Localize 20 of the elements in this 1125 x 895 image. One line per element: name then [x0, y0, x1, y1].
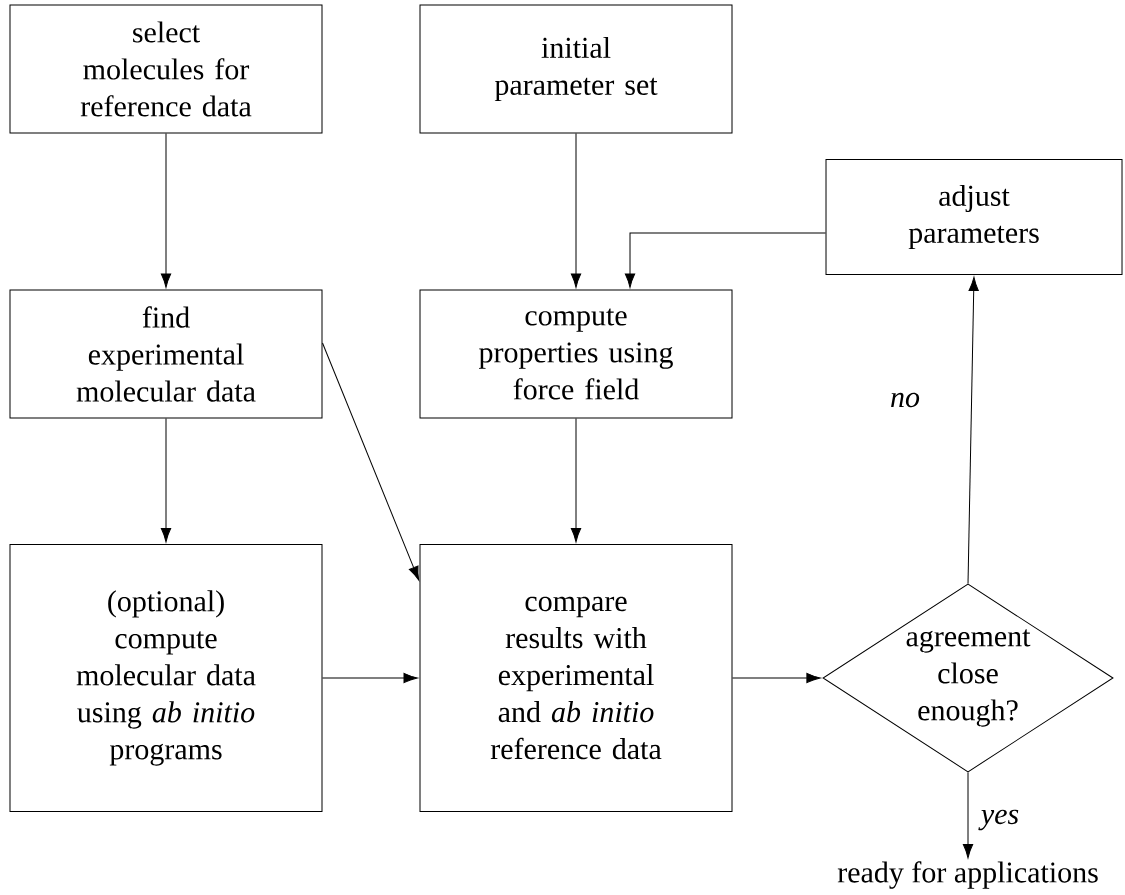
process-box: adjust parameters — [825, 159, 1123, 275]
result-text: ready for applications — [837, 861, 1098, 889]
process-box: initial parameter set — [419, 4, 733, 134]
arrow — [570, 418, 582, 543]
arrow — [732, 672, 821, 684]
process-box: compare results with experimental and ab initio reference data — [419, 544, 733, 812]
arrow — [160, 133, 172, 288]
edge-label: no — [889, 391, 921, 409]
arrow — [322, 342, 420, 581]
edge-label: yes — [978, 808, 1021, 832]
process-box: compute properties using force field — [419, 289, 733, 419]
arrow — [322, 672, 418, 684]
arrow — [962, 772, 974, 859]
arrow — [160, 418, 172, 543]
process-box: find experimental molecular data — [9, 289, 323, 419]
arrow — [624, 232, 826, 288]
process-box: select molecules for reference data — [9, 4, 323, 134]
process-box: (optional) compute molecular data using ab initio programs — [9, 544, 323, 812]
arrow — [967, 276, 979, 584]
arrow — [570, 133, 582, 288]
